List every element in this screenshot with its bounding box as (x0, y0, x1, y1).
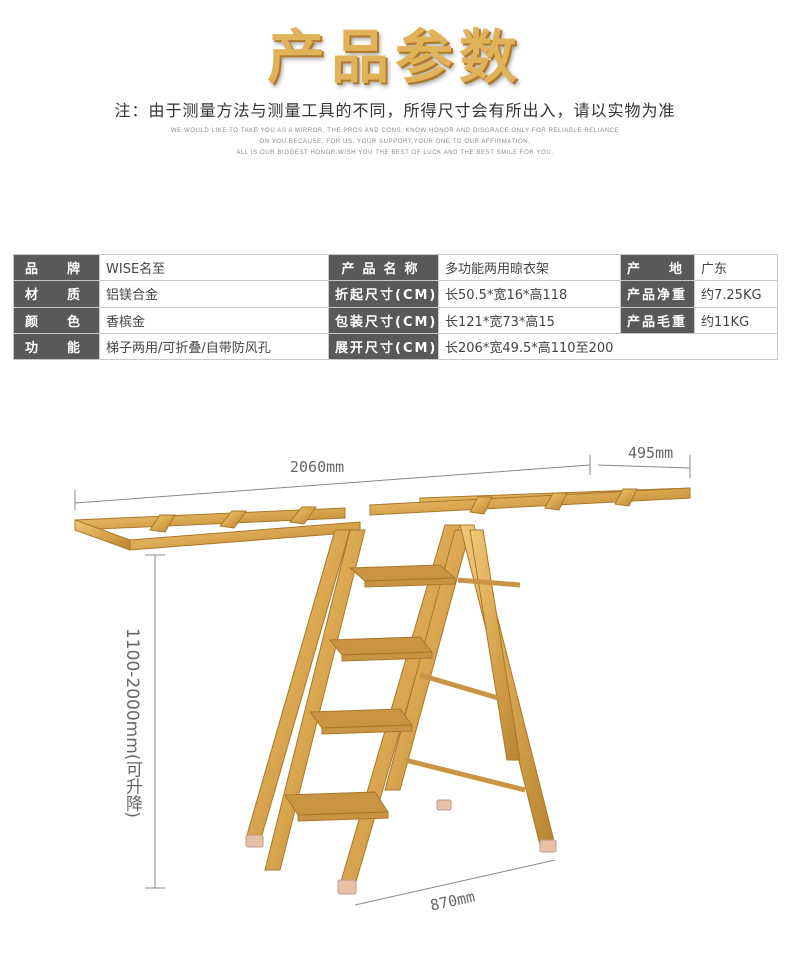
color-label: 颜 色 (13, 306, 100, 334)
package-size-value: 长121*宽73*高15 (438, 306, 621, 334)
open-size-value: 长206*宽49.5*高110至200 (438, 332, 778, 361)
ladder-feet (245, 799, 557, 895)
english-line-1: WE WOULD LIKE TO TAKE YOU AS A MIRROR, T… (170, 128, 620, 134)
package-size-label: 包装尺寸(CM) (328, 306, 439, 334)
brand-value: WISE名至 (99, 253, 329, 282)
height-dimension: 1100-2000mm(可升降) (122, 628, 142, 819)
origin-label: 产 地 (620, 253, 695, 282)
material-value: 铝镁合金 (99, 280, 329, 308)
gross-weight-value: 约11KG (694, 306, 778, 334)
measurement-note: 注：由于测量方法与测量工具的不同，所得尺寸会有所出入，请以实物为准 (114, 101, 676, 120)
table-row: 品 牌 WISE名至 产品名称 多功能两用晾衣架 产 地 广东 (13, 253, 778, 282)
english-line-2: ON YOU.BECAUSE, FOR US, YOUR SUPPORT,YOU… (259, 139, 531, 145)
drying-rack-illustration (74, 455, 691, 906)
material-label: 材 质 (13, 280, 100, 308)
length-dimension: 2060mm (290, 458, 345, 476)
name-value: 多功能两用晾衣架 (438, 253, 621, 282)
color-value: 香槟金 (99, 306, 329, 334)
net-weight-value: 约7.25KG (694, 280, 778, 308)
open-size-label: 展开尺寸(CM) (328, 332, 439, 361)
english-line-3: ALL IS OUR BIGGEST HONOR.WISH YOU THE BE… (236, 150, 554, 156)
spec-table: 品 牌 WISE名至 产品名称 多功能两用晾衣架 产 地 广东 材 质 铝镁合金… (13, 253, 778, 361)
origin-value: 广东 (694, 253, 778, 282)
cross-braces (404, 577, 526, 793)
name-label: 产品名称 (328, 253, 439, 282)
function-label: 功 能 (13, 332, 100, 361)
page-title: 产品参数 (266, 23, 523, 91)
folded-size-label: 折起尺寸(CM) (328, 280, 439, 308)
table-row: 材 质 铝镁合金 折起尺寸(CM) 长50.5*宽16*高118 产品净重 约7… (13, 280, 778, 308)
net-weight-label: 产品净重 (620, 280, 695, 308)
table-row: 颜 色 香槟金 包装尺寸(CM) 长121*宽73*高15 产品毛重 约11KG (13, 306, 778, 334)
folded-size-value: 长50.5*宽16*高118 (438, 280, 621, 308)
dimension-lines (74, 455, 691, 906)
gross-weight-label: 产品毛重 (620, 306, 695, 334)
ladder-steps (284, 564, 457, 822)
top-frame (74, 487, 691, 551)
width-dimension: 495mm (628, 444, 674, 462)
function-value: 梯子两用/可折叠/自带防风孔 (99, 332, 329, 361)
brand-label: 品 牌 (13, 253, 100, 282)
table-row: 功 能 梯子两用/可折叠/自带防风孔 展开尺寸(CM) 长206*宽49.5*高… (13, 332, 778, 361)
